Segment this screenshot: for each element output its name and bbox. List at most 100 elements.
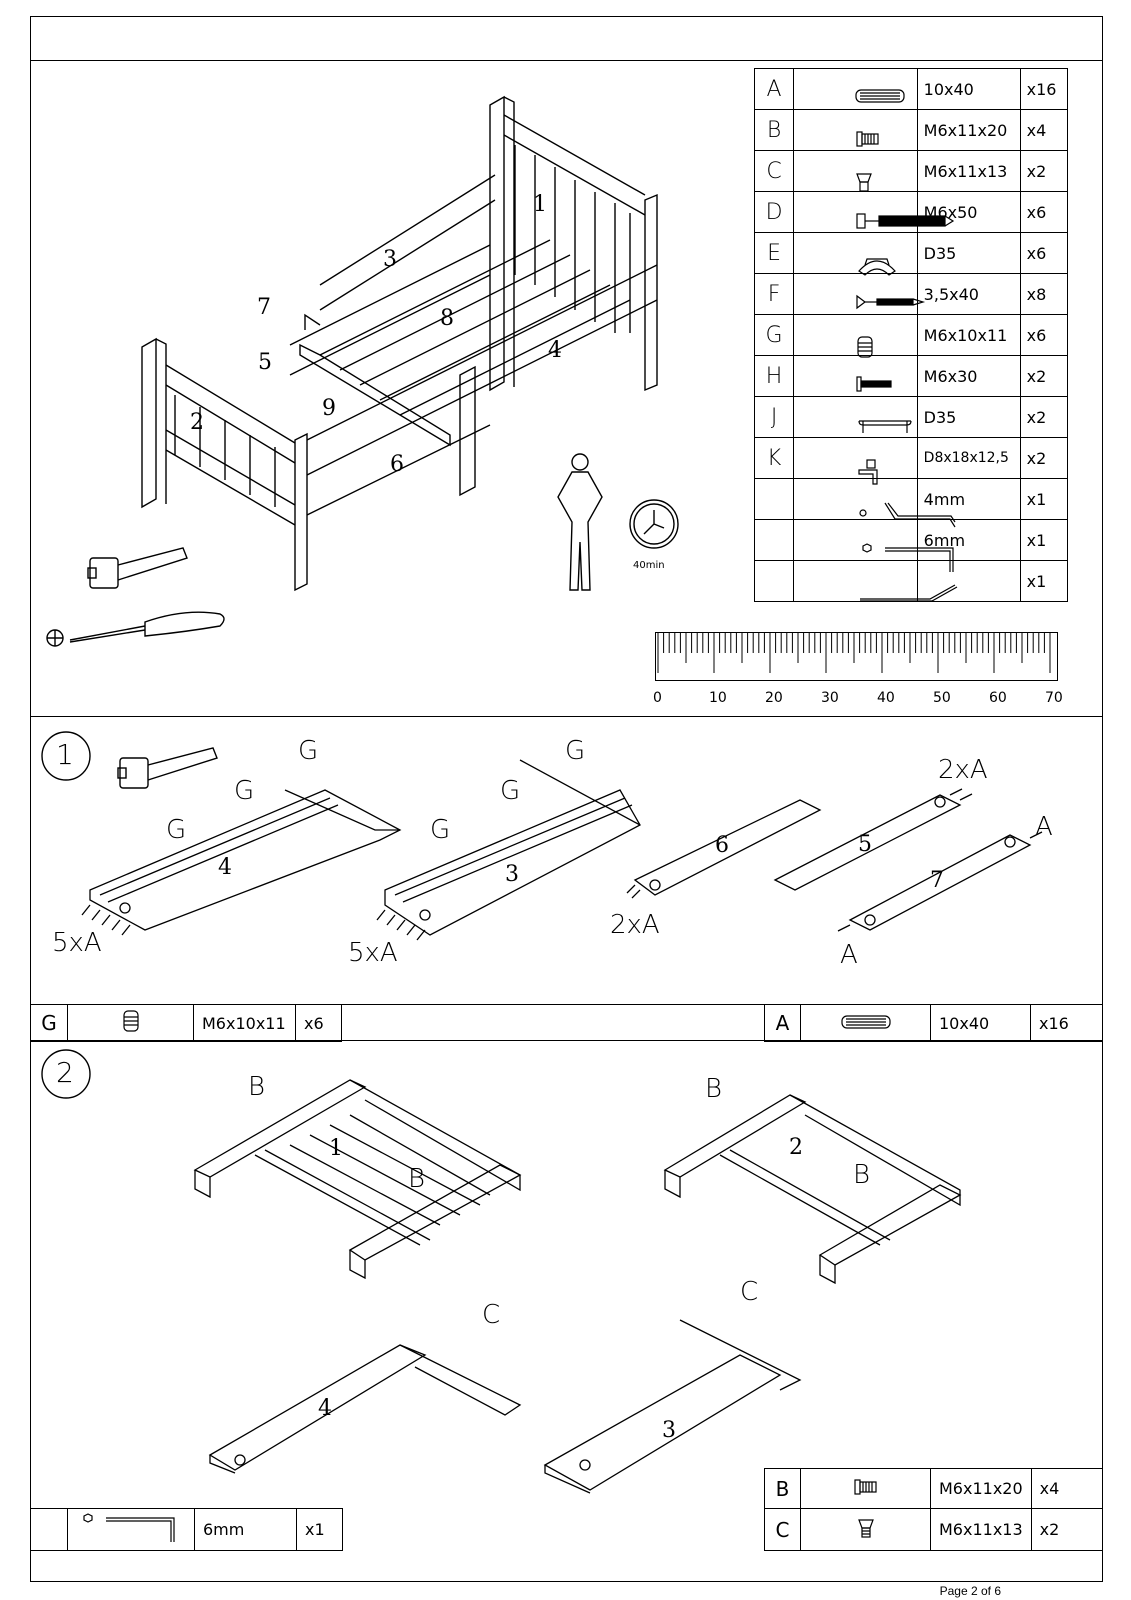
mallet-icon <box>87 547 188 589</box>
dowel-icon <box>793 68 918 110</box>
part-qty: x2 <box>1019 355 1069 397</box>
strip-size-g: M6x10x11 <box>193 1004 296 1042</box>
ruler-label: 30 <box>821 690 839 706</box>
clock-icon <box>629 499 679 549</box>
part-letter: C <box>753 150 795 192</box>
part-qty: x2 <box>1019 150 1069 192</box>
part-size: M6x10x11 <box>916 314 1021 356</box>
section-divider-2 <box>30 1040 1103 1041</box>
step1-part-3: 3 <box>505 862 519 887</box>
step-1-circle <box>41 731 91 781</box>
part-size: M6x11x20 <box>916 109 1021 151</box>
part-number-6: 6 <box>390 452 404 477</box>
step-1-number: 1 <box>56 738 74 771</box>
part-letter: A <box>753 68 795 110</box>
step1-parts-left: G M6x10x11 x6 <box>30 1004 342 1042</box>
long-bolt-icon <box>793 191 955 233</box>
part-letter: J <box>753 396 795 438</box>
strip-qty-g: x6 <box>295 1004 342 1042</box>
part-qty: x16 <box>1019 68 1069 110</box>
step1-label-5xa-mid: 5xA <box>348 938 398 968</box>
part-size <box>916 560 1021 602</box>
step1-label-5xa-left: 5xA <box>52 928 102 958</box>
step1-part-4: 4 <box>218 855 232 880</box>
bracket-icon <box>793 437 918 485</box>
step1-part-7: 7 <box>930 868 944 893</box>
step1-label-g-6: G <box>430 815 451 845</box>
step1-label-g-2: G <box>234 776 255 806</box>
page-frame <box>30 16 1103 1582</box>
strip-letter-c: C <box>764 1508 801 1551</box>
part-number-9: 9 <box>322 396 336 421</box>
ruler-label: 20 <box>765 690 783 706</box>
part-number-5: 5 <box>258 350 272 375</box>
bolt-short-icon <box>793 355 918 397</box>
step2-part-3: 3 <box>662 1418 676 1443</box>
ruler <box>655 632 1058 681</box>
step-1-drawing <box>81 759 1043 941</box>
part-number-7: 7 <box>257 295 271 320</box>
step2-label-c-2: C <box>740 1277 759 1307</box>
part-letter: K <box>753 437 795 479</box>
strip-letter-b: B <box>764 1468 801 1509</box>
part-size: 3,5x40 <box>916 273 1021 315</box>
part-letter: H <box>753 355 795 397</box>
allen-key-4-icon <box>793 478 956 528</box>
bed-overview-drawing <box>141 95 658 592</box>
step-2-number: 2 <box>56 1056 74 1089</box>
section-divider-1 <box>30 716 1103 717</box>
step2-label-c-1: C <box>482 1300 501 1330</box>
mallet-icon-step1 <box>117 747 218 789</box>
step1-label-a-bottom: A <box>840 940 858 970</box>
person-icon <box>557 453 603 591</box>
step2-parts-left: 6mm x1 <box>30 1508 343 1551</box>
step2-label-b-4: B <box>853 1160 871 1190</box>
part-size: M6x11x13 <box>916 150 1021 192</box>
part-size: D35 <box>916 396 1021 438</box>
cap-icon <box>793 396 918 438</box>
washer-icon <box>793 232 918 276</box>
screw-cap-icon <box>793 150 918 192</box>
strip-top-1 <box>30 1004 1103 1005</box>
part-qty: x6 <box>1019 191 1069 233</box>
assembly-time: 40min <box>633 560 665 571</box>
insert-nut-icon <box>67 1004 194 1042</box>
bolt-icon <box>793 109 918 151</box>
part-qty: x2 <box>1019 437 1069 479</box>
ruler-label: 70 <box>1045 690 1063 706</box>
step2-label-b-3: B <box>705 1074 723 1104</box>
insert-nut-icon <box>793 314 918 358</box>
part-qty: x8 <box>1019 273 1069 315</box>
step1-label-2xa-left: 2xA <box>610 910 660 940</box>
step1-part-5: 5 <box>858 832 872 857</box>
strip-size-6mm: 6mm <box>194 1508 297 1551</box>
step1-label-g-3: G <box>166 815 187 845</box>
ruler-label: 50 <box>933 690 951 706</box>
step1-part-6: 6 <box>715 833 729 858</box>
strip-qty-a: x16 <box>1030 1004 1103 1042</box>
part-letter: G <box>753 314 795 356</box>
step1-label-2xa-right: 2xA <box>938 755 988 785</box>
part-qty: x6 <box>1019 232 1069 274</box>
part-qty: x2 <box>1019 396 1069 438</box>
strip-size-c: M6x11x13 <box>930 1508 1032 1551</box>
step-2-drawing <box>193 1079 962 1494</box>
step1-label-a-right: A <box>1035 812 1053 842</box>
step2-part-4: 4 <box>318 1396 332 1421</box>
step2-parts-right: B M6x11x20 x4 C M6x11x13 x2 <box>764 1468 1104 1551</box>
part-number-4: 4 <box>548 338 562 363</box>
part-letter <box>753 560 795 602</box>
screw-cap-icon <box>800 1508 931 1551</box>
part-letter <box>753 519 795 561</box>
allen-key-6-icon <box>793 519 954 572</box>
step1-parts-right: A 10x40 x16 <box>764 1004 1103 1042</box>
screwdriver-icon <box>46 611 225 647</box>
